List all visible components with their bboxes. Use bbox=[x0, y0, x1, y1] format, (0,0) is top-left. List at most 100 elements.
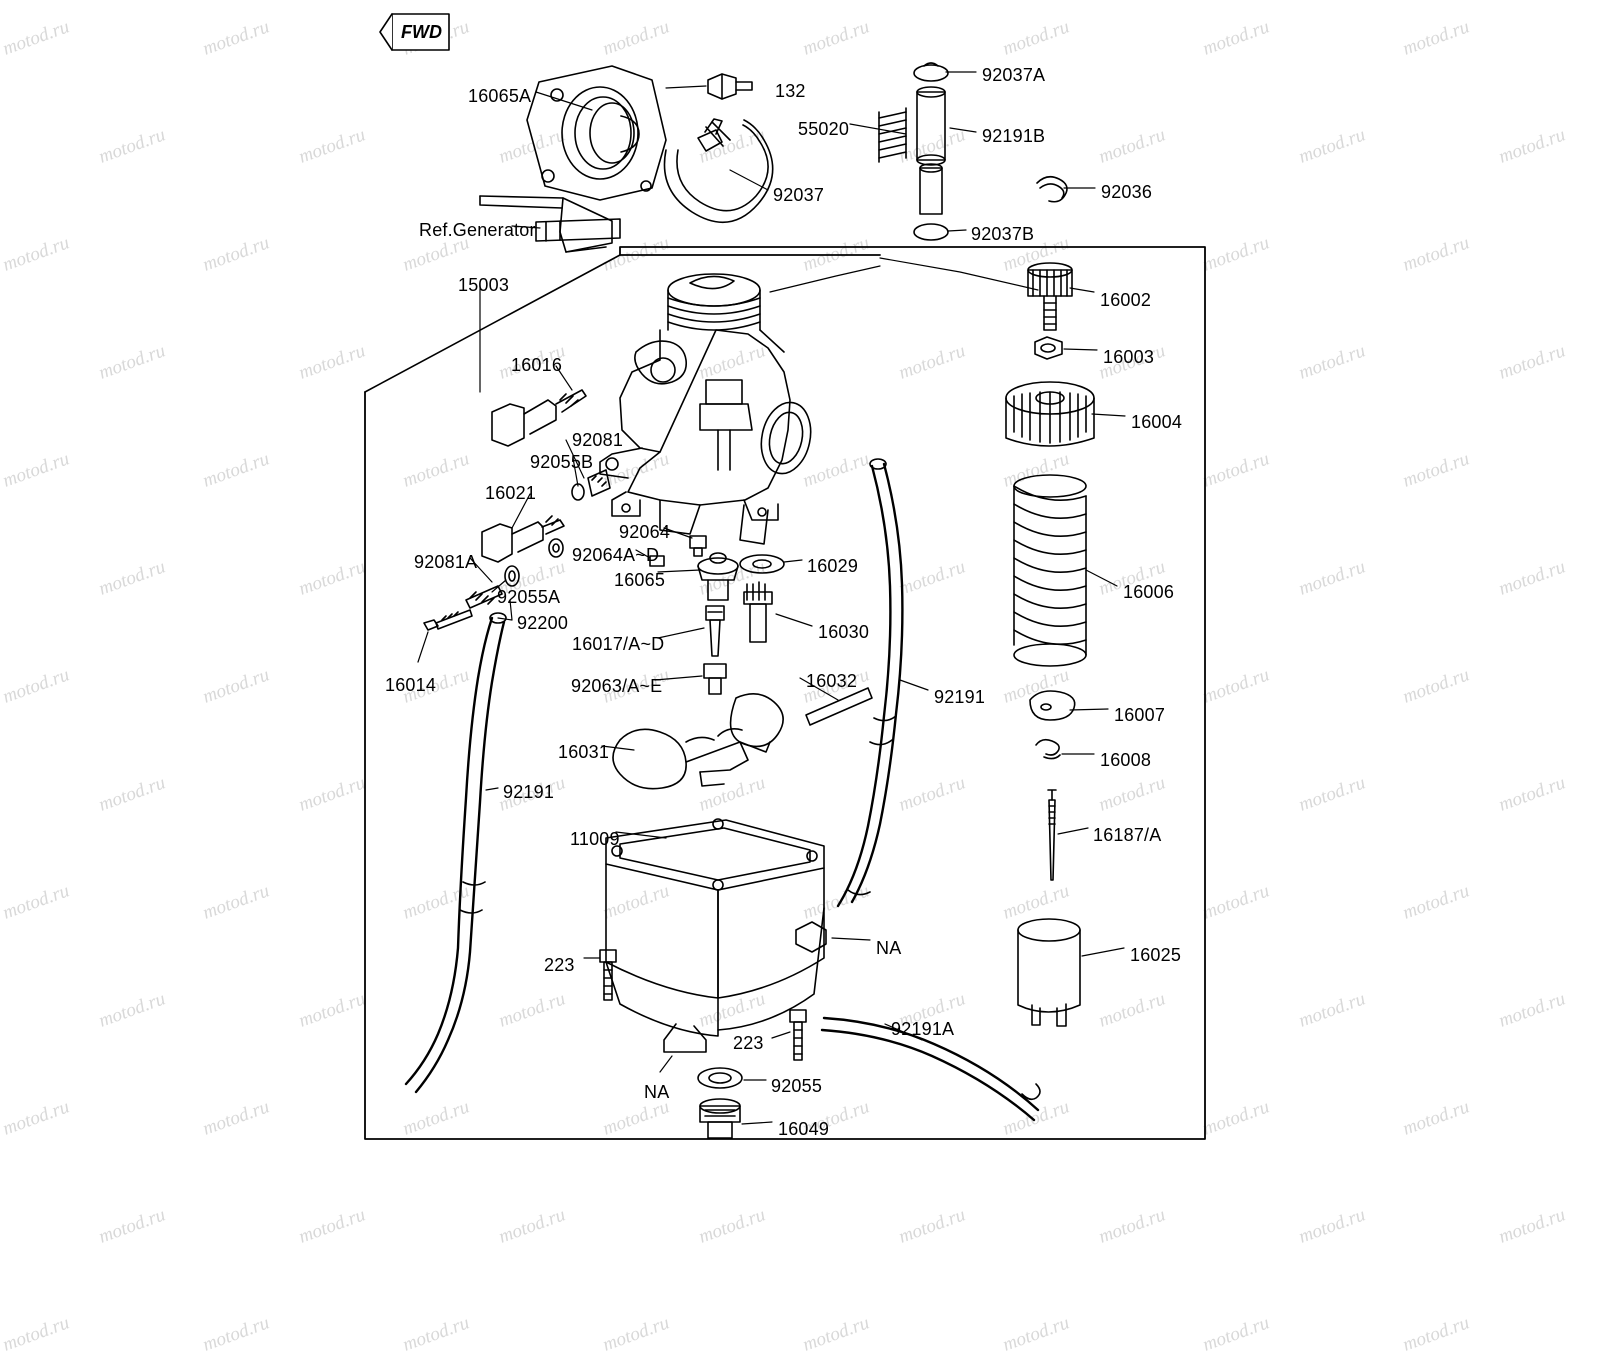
part-92081A bbox=[465, 585, 503, 609]
part-label-132: 132 bbox=[775, 81, 806, 101]
part-label-16032: 16032 bbox=[806, 671, 858, 691]
watermark-text: motod.ru bbox=[1496, 1204, 1569, 1248]
part-223-bottom bbox=[789, 1009, 807, 1061]
part-label-16017AD: 16017/A~D bbox=[572, 634, 665, 654]
watermark-text: motod.ru bbox=[296, 1204, 369, 1248]
part-label-16004: 16004 bbox=[1131, 412, 1183, 432]
fwd-label: FWD bbox=[401, 22, 442, 42]
watermark-text: motod.ru bbox=[1200, 1312, 1273, 1356]
part-label-16049: 16049 bbox=[778, 1119, 830, 1139]
part-92037B bbox=[913, 223, 949, 241]
watermark-text: motod.ru bbox=[1400, 1312, 1473, 1356]
part-92064AD bbox=[649, 555, 665, 567]
part-92064 bbox=[689, 535, 707, 557]
watermark-text: motod.ru bbox=[0, 1312, 73, 1356]
part-label-55020: 55020 bbox=[798, 119, 850, 139]
part-16006 bbox=[1013, 474, 1087, 667]
part-label-92055A: 92055A bbox=[497, 587, 561, 607]
part-label-16030: 16030 bbox=[818, 622, 870, 642]
part-16007 bbox=[1029, 690, 1076, 721]
part-label-16021: 16021 bbox=[485, 483, 537, 503]
part-16016 bbox=[491, 389, 587, 447]
part-label-92036: 92036 bbox=[1101, 182, 1153, 202]
part-label-92064AD: 92064A~D bbox=[572, 545, 660, 565]
part-223-left bbox=[599, 949, 617, 1001]
part-16002 bbox=[1027, 262, 1073, 331]
watermark-text: motod.ru bbox=[400, 1312, 473, 1356]
part-132 bbox=[707, 73, 753, 100]
part-92191-right bbox=[836, 458, 904, 908]
part-92191B bbox=[916, 86, 946, 215]
part-label-16002: 16002 bbox=[1100, 290, 1152, 310]
part-16025 bbox=[1017, 918, 1081, 1027]
part-label-ref-generator: Ref.Generator bbox=[419, 220, 536, 240]
part-55020 bbox=[878, 107, 907, 163]
part-16065A bbox=[479, 65, 667, 253]
watermark-text: motod.ru bbox=[496, 1204, 569, 1248]
part-label-92037A: 92037A bbox=[982, 65, 1046, 85]
part-16049 bbox=[699, 1098, 741, 1139]
parts-diagram-svg bbox=[364, 13, 1206, 1140]
part-label-16029: 16029 bbox=[807, 556, 859, 576]
part-label-16014: 16014 bbox=[385, 675, 437, 695]
part-16021 bbox=[481, 515, 565, 563]
part-label-16003: 16003 bbox=[1103, 347, 1155, 367]
part-16030 bbox=[743, 581, 773, 643]
part-label-16031: 16031 bbox=[558, 742, 610, 762]
part-label-16065: 16065 bbox=[614, 570, 666, 590]
part-92081 bbox=[587, 469, 611, 497]
part-16032 bbox=[805, 687, 873, 726]
watermark-text: motod.ru bbox=[1000, 1312, 1073, 1356]
part-carburetor-body bbox=[599, 273, 812, 545]
part-label-16016: 16016 bbox=[511, 355, 563, 375]
part-92191A bbox=[820, 1016, 1041, 1122]
part-label-92037: 92037 bbox=[773, 185, 825, 205]
part-label-92200: 92200 bbox=[517, 613, 569, 633]
watermark-text: motod.ru bbox=[800, 1312, 873, 1356]
part-16014 bbox=[423, 609, 473, 631]
part-label-16187A: 16187/A bbox=[1093, 825, 1162, 845]
part-92055 bbox=[697, 1067, 743, 1089]
part-92055A bbox=[548, 538, 564, 558]
part-label-92191-right: 92191 bbox=[934, 687, 986, 707]
part-label-223-bottom: 223 bbox=[733, 1033, 764, 1053]
part-label-92037B: 92037B bbox=[971, 224, 1035, 244]
part-label-15003: 15003 bbox=[458, 275, 510, 295]
part-label-92064: 92064 bbox=[619, 522, 671, 542]
part-label-16065A: 16065A bbox=[468, 86, 532, 106]
part-label-92191A: 92191A bbox=[891, 1019, 955, 1039]
part-92037 bbox=[663, 118, 774, 224]
part-16187A bbox=[1047, 789, 1057, 881]
part-label-223-left: 223 bbox=[544, 955, 575, 975]
part-16065 bbox=[697, 552, 739, 601]
part-label-16007: 16007 bbox=[1114, 705, 1166, 725]
fwd-arrow-icon bbox=[379, 13, 450, 51]
part-16029 bbox=[739, 554, 785, 574]
part-label-16006: 16006 bbox=[1123, 582, 1175, 602]
watermark-text: motod.ru bbox=[896, 1204, 969, 1248]
watermark-text: motod.ru bbox=[600, 1312, 673, 1356]
part-ref-generator bbox=[535, 218, 621, 242]
part-label-92081A: 92081A bbox=[414, 552, 478, 572]
watermark-text: motod.ru bbox=[696, 1204, 769, 1248]
part-16017AD bbox=[705, 605, 725, 657]
part-92200 bbox=[504, 565, 520, 587]
part-label-NA-bottom: NA bbox=[644, 1082, 670, 1102]
part-16031 bbox=[612, 693, 784, 790]
part-label-NA-right: NA bbox=[876, 938, 902, 958]
diagram-canvas: motod.ru motod.ru motod.ru motod.ru motod.ru… bbox=[0, 13, 1568, 1356]
watermark-text: motod.ru bbox=[96, 1204, 169, 1248]
watermark-text: motod.ru bbox=[1096, 1204, 1169, 1248]
part-label-92063AE: 92063/A~E bbox=[571, 676, 663, 696]
part-label-92055: 92055 bbox=[771, 1076, 823, 1096]
part-label-92081: 92081 bbox=[572, 430, 624, 450]
part-label-92055B: 92055B bbox=[530, 452, 594, 472]
part-float-bowl bbox=[605, 863, 827, 1053]
part-label-11009: 11009 bbox=[570, 829, 620, 849]
part-label-92191-left: 92191 bbox=[503, 782, 555, 802]
watermark-text: motod.ru bbox=[1296, 1204, 1369, 1248]
part-92036 bbox=[1036, 175, 1068, 203]
part-11009 bbox=[605, 818, 825, 891]
part-label-16025: 16025 bbox=[1130, 945, 1182, 965]
part-92191-left bbox=[404, 612, 507, 1094]
